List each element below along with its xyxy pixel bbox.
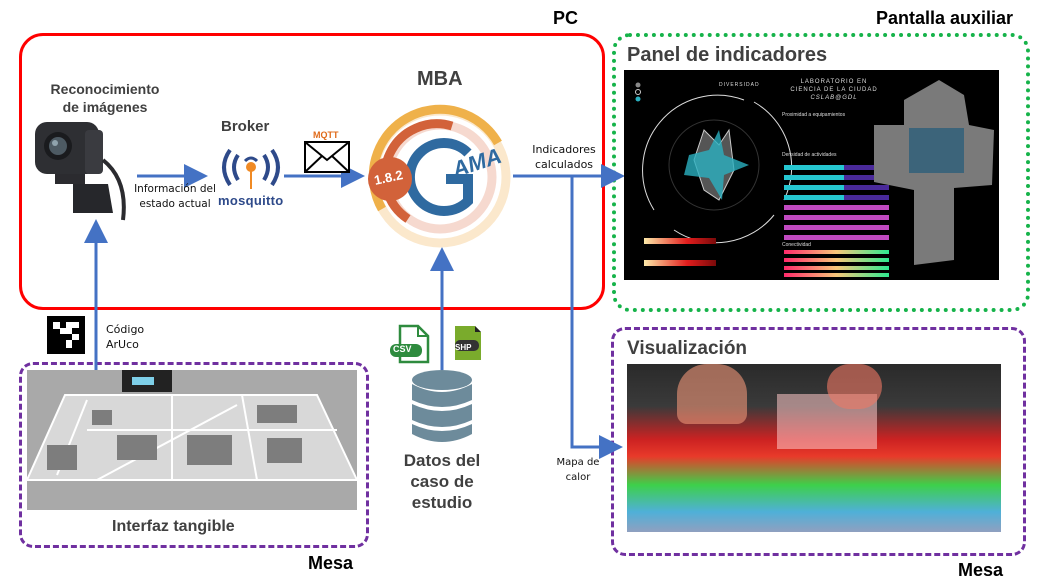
aruco-marker-icon: [47, 316, 85, 354]
pc-label: PC: [553, 8, 579, 28]
interfaz-tangible-photo: [25, 370, 359, 510]
shp-label: SHP: [455, 343, 472, 352]
hand-left-shape: [677, 364, 747, 424]
camera-to-broker-label-line1: Información del: [134, 183, 216, 195]
mesa-label-left: Mesa: [308, 553, 354, 573]
dashboard-section-conectividad: Conectividad: [782, 242, 811, 248]
radar-label-diversidad: DIVERSIDAD: [719, 82, 760, 88]
database-icon: [412, 370, 472, 442]
dashboard-section-proximidad: Proximidad a equipamientos: [782, 112, 846, 118]
mosquitto-logo-icon: [222, 148, 280, 189]
datos-title-line2: caso de: [410, 472, 474, 491]
dashboard-section-densidad: Densidad de actividades: [782, 152, 837, 158]
dashboard-header: LABORATORIO EN CIENCIA DE LA CIUDAD CSLA…: [774, 78, 894, 102]
aruco-label-line1: Código: [106, 323, 145, 336]
pantalla-auxiliar-label: Pantalla auxiliar: [876, 8, 1014, 28]
mosquitto-logo-text: mosquitto: [218, 193, 284, 208]
interfaz-title: Interfaz tangible: [112, 518, 235, 535]
webcam-icon: [35, 122, 126, 221]
mqtt-label: MQTT: [313, 130, 339, 140]
mba-to-panel-label-line1: Indicadores: [532, 143, 596, 156]
shp-file-icon: [455, 326, 481, 360]
aruco-label-line2: ArUco: [106, 338, 139, 351]
camera-title-line2: de imágenes: [62, 99, 148, 115]
broker-title: Broker: [221, 118, 270, 135]
camera-title: Reconocimiento de imágenes: [45, 80, 165, 116]
mba-to-vis-label: Mapa de calor: [548, 455, 608, 485]
camera-title-line1: Reconocimiento: [50, 81, 160, 97]
dashboard-header-line3: CSLAB@GDL: [810, 95, 858, 101]
csv-label: CSV: [393, 344, 412, 354]
dashboard-screenshot: LABORATORIO EN CIENCIA DE LA CIUDAD CSLA…: [624, 70, 999, 280]
hand-right-shape: [827, 364, 882, 409]
dashboard-header-line2: CIENCIA DE LA CIUDAD: [790, 87, 878, 93]
mba-to-panel-label: Indicadores calculados: [525, 142, 603, 172]
mba-to-vis-label-line1: Mapa de: [556, 457, 600, 468]
arrow-mba-to-visualizacion: [570, 176, 623, 459]
mesa-interfaz-container: [19, 362, 369, 548]
datos-title-line3: estudio: [411, 493, 473, 512]
aruco-label: Código ArUco: [106, 322, 144, 352]
tangible-table-graphic: [25, 370, 359, 481]
visualizacion-title: Visualización: [627, 338, 748, 359]
gama-logo-icon: [368, 104, 511, 248]
mba-title: MBA: [417, 68, 463, 90]
mba-to-panel-label-line2: calculados: [534, 158, 594, 171]
datos-title: Datos del caso de estudio: [392, 450, 492, 513]
camera-to-broker-label: Información del estado actual: [134, 182, 216, 212]
dashboard-header-line1: LABORATORIO EN: [800, 79, 868, 85]
datos-title-line1: Datos del: [403, 451, 481, 470]
camera-to-broker-label-line2: estado actual: [139, 198, 211, 210]
csv-file-icon: [390, 324, 430, 364]
visualizacion-photo: [627, 364, 1001, 532]
dashboard-graphics: [635, 80, 994, 277]
mesa-label-right: Mesa: [958, 560, 1004, 580]
envelope-icon: [304, 141, 350, 173]
panel-title: Panel de indicadores: [627, 44, 828, 66]
mba-to-vis-label-line2: calor: [565, 472, 591, 483]
